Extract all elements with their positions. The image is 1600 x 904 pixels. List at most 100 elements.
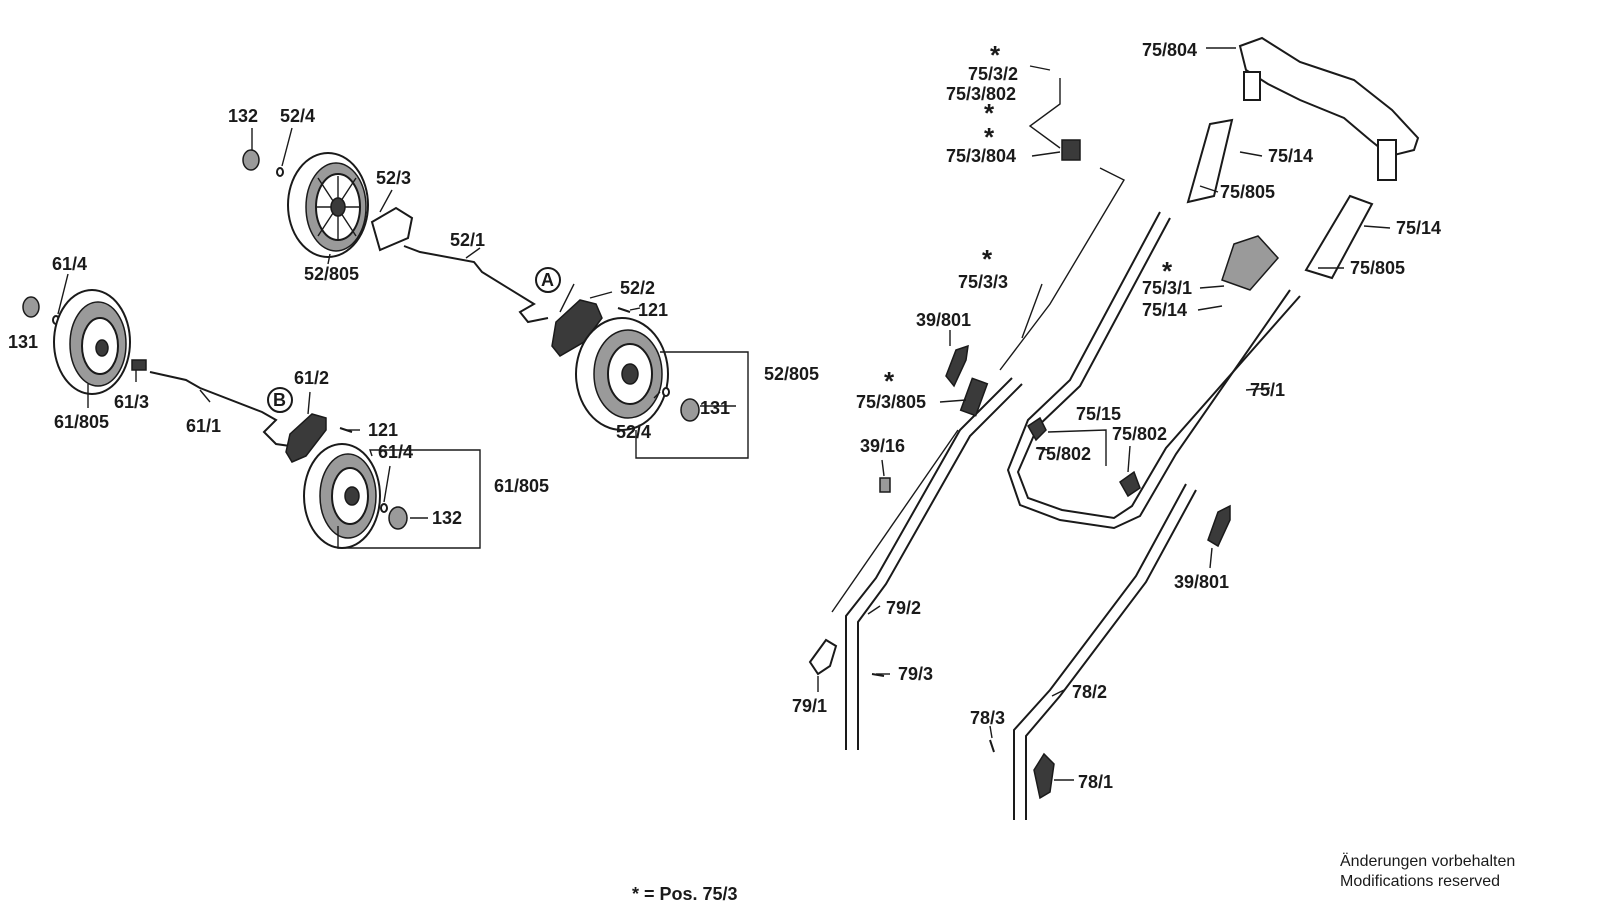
label-79-3: 79/3 xyxy=(898,664,933,684)
callout-a: A xyxy=(535,267,561,293)
wheel-52-805-right xyxy=(575,317,669,431)
label-39-801-b: 39/801 xyxy=(1174,572,1229,592)
cap-132-top xyxy=(242,149,260,171)
cable-holder-75-3-805 xyxy=(959,377,989,417)
knob-39-801-upper xyxy=(945,344,969,388)
sleeve-75-805-upper xyxy=(1186,118,1234,204)
label-52-805-group: 52/805 xyxy=(764,364,819,384)
star-75-3-802: * xyxy=(984,98,995,128)
wheel-61-805-left xyxy=(53,289,131,395)
cap-131 xyxy=(680,398,700,422)
handle-socket-left xyxy=(1243,71,1261,101)
label-75-15: 75/15 xyxy=(1076,404,1121,424)
label-75-805-b: 75/805 xyxy=(1350,258,1405,278)
axle-52-1 xyxy=(403,245,549,324)
label-52-4-b: 52/4 xyxy=(616,422,651,442)
star-75-3-805: * xyxy=(884,366,895,396)
label-78-1: 78/1 xyxy=(1078,772,1113,792)
label-75-3-3: 75/3/3 xyxy=(958,272,1008,292)
label-52-2: 52/2 xyxy=(620,278,655,298)
label-52-4: 52/4 xyxy=(280,106,315,126)
label-75-805: 75/805 xyxy=(1220,182,1275,202)
label-61-2: 61/2 xyxy=(294,368,329,388)
label-132-b: 132 xyxy=(432,508,462,528)
label-75-3-802: 75/3/802 xyxy=(946,84,1016,104)
label-75-3-805: 75/3/805 xyxy=(856,392,926,412)
label-75-802-b: 75/802 xyxy=(1036,444,1091,464)
label-131: 131 xyxy=(700,398,730,418)
washer-61-4 xyxy=(380,503,388,513)
label-75-3-2: 75/3/2 xyxy=(968,64,1018,84)
label-75-3-1: 75/3/1 xyxy=(1142,278,1192,298)
clip-75-802-right xyxy=(1119,470,1141,498)
label-79-1: 79/1 xyxy=(792,696,827,716)
label-78-3: 78/3 xyxy=(970,708,1005,728)
handle-assembly xyxy=(808,36,1420,820)
knob-39-801-lower xyxy=(1207,504,1231,548)
cable-75-3-2 xyxy=(1028,78,1061,149)
rear-wheel-assembly xyxy=(242,149,700,431)
label-75-802: 75/802 xyxy=(1112,424,1167,444)
label-52-805: 52/805 xyxy=(304,264,359,284)
washer-52-4 xyxy=(662,387,670,397)
callout-b: B xyxy=(267,387,293,413)
bracket-52-3 xyxy=(370,206,414,252)
clip-78-1 xyxy=(1033,752,1055,800)
clip-75-802-left xyxy=(1027,416,1047,442)
pin-39-16 xyxy=(879,477,891,493)
label-52-3: 52/3 xyxy=(376,168,411,188)
wheel-52-805-left xyxy=(287,152,369,258)
bushing-61-3 xyxy=(131,359,147,371)
label-78-2: 78/2 xyxy=(1072,682,1107,702)
lower-handle-79-2 xyxy=(845,377,1013,750)
label-61-805: 61/805 xyxy=(54,412,109,432)
part-labels: 132 52/4 52/3 52/805 52/1 A 52/2 121 52/… xyxy=(8,40,1441,792)
cable-75-3-3 xyxy=(999,167,1125,371)
wheel-61-805-right xyxy=(303,443,381,549)
label-39-801: 39/801 xyxy=(916,310,971,330)
label-52-1: 52/1 xyxy=(450,230,485,250)
footnote-pos-75-3: * = Pos. 75/3 xyxy=(632,884,738,904)
cable-lower xyxy=(831,429,959,613)
sleeve-75-805-lower xyxy=(1304,194,1374,280)
lower-handle-78-2 xyxy=(1013,483,1187,820)
callout-b-letter: B xyxy=(273,390,286,410)
screw-78-3 xyxy=(989,739,995,753)
leader-lines xyxy=(57,47,1391,781)
cap-131-left xyxy=(22,296,40,318)
cap-132-bottom xyxy=(388,506,408,530)
height-adjuster-61-2 xyxy=(285,413,327,463)
lower-handle-79-2-inner xyxy=(857,383,1023,750)
label-131-b: 131 xyxy=(8,332,38,352)
top-handle-75-804 xyxy=(1238,36,1420,158)
callout-a-letter: A xyxy=(541,270,554,290)
upper-handle-75-1-inner xyxy=(1016,217,1301,520)
notice-german: Änderungen vorbehalten xyxy=(1340,852,1515,870)
handle-socket-right xyxy=(1377,139,1397,181)
star-75-3-1: * xyxy=(1162,256,1173,286)
switch-75-3-1 xyxy=(1221,235,1280,291)
label-75-14-b: 75/14 xyxy=(1396,218,1441,238)
label-79-2: 79/2 xyxy=(886,598,921,618)
front-wheel-assembly xyxy=(22,289,408,549)
label-121: 121 xyxy=(638,300,668,320)
label-61-4: 61/4 xyxy=(52,254,87,274)
label-75-14: 75/14 xyxy=(1268,146,1313,166)
label-75-804: 75/804 xyxy=(1142,40,1197,60)
star-75-3-804: * xyxy=(984,122,995,152)
label-75-1: 75/1 xyxy=(1250,380,1285,400)
screw-121-a xyxy=(617,307,631,313)
label-132: 132 xyxy=(228,106,258,126)
notice-english: Modifications reserved xyxy=(1340,873,1500,890)
star-75-3-3: * xyxy=(982,244,993,274)
label-61-4-b: 61/4 xyxy=(378,442,413,462)
label-61-1: 61/1 xyxy=(186,416,221,436)
axle-61-1 xyxy=(149,371,291,447)
lower-handle-78-2-inner xyxy=(1025,489,1197,820)
washer-52-4-top xyxy=(276,167,284,177)
screw-79-3 xyxy=(871,673,885,677)
label-39-16: 39/16 xyxy=(860,436,905,456)
cable-clip-75-3-804 xyxy=(1061,139,1081,161)
label-61-3: 61/3 xyxy=(114,392,149,412)
